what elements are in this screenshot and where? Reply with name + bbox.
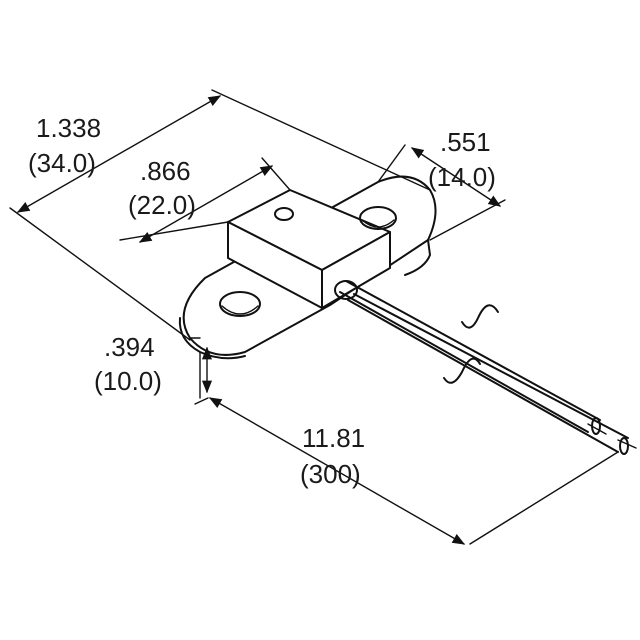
body-length-mm: (22.0) <box>128 190 196 220</box>
lead-length-inch: 11.81 <box>302 423 365 453</box>
sensor-part <box>178 175 437 360</box>
height-mm: (10.0) <box>94 366 162 396</box>
dimension-body-length <box>119 157 291 243</box>
dimension-height <box>189 337 213 399</box>
width-mm: (14.0) <box>428 162 496 192</box>
body-length-inch: .866 <box>140 156 191 186</box>
mounting-hole-left <box>219 291 261 317</box>
dimension-width <box>377 144 506 241</box>
mounting-hole-right <box>359 206 397 230</box>
break-mark <box>443 357 481 384</box>
overall-length-mm: (34.0) <box>28 148 96 178</box>
lead-wires <box>339 280 637 455</box>
overall-length-inch: 1.338 <box>36 113 101 143</box>
lead-length-mm: (300) <box>300 459 361 489</box>
height-inch: .394 <box>104 332 155 362</box>
break-mark <box>461 304 499 329</box>
top-hole <box>274 207 294 221</box>
width-inch: .551 <box>440 127 491 157</box>
dimension-lead-length <box>194 397 619 545</box>
dimension-overall-length <box>9 89 431 341</box>
center-block-side <box>321 231 391 309</box>
